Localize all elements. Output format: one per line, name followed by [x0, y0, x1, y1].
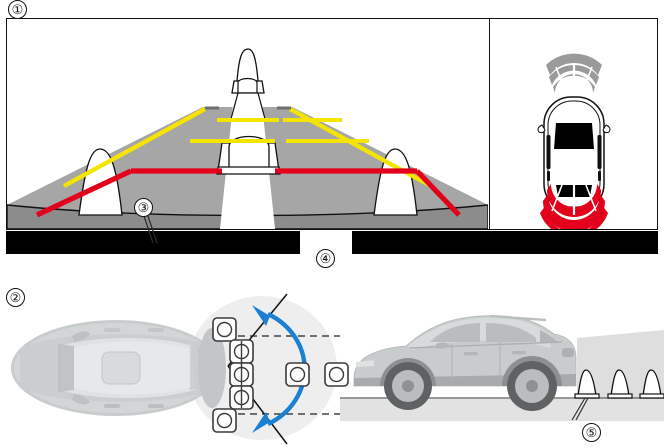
- parking-cone-obstacle: [639, 369, 664, 399]
- top-view-car: [11, 320, 226, 416]
- parking-cone-obstacle: [607, 369, 633, 399]
- rear-sensor-arcs: [540, 183, 608, 229]
- front-sensor-arcs: [546, 53, 602, 95]
- callout-5: ⑤: [582, 423, 601, 442]
- camera-image: [7, 19, 488, 229]
- obstacle-group: [574, 369, 664, 399]
- sensor-box: [212, 317, 237, 342]
- cone-right: [373, 148, 418, 216]
- red-distance-line: [35, 168, 461, 218]
- callout-3: ③: [134, 198, 153, 217]
- road-surface: [340, 399, 664, 421]
- callout-1: ①: [8, 0, 27, 19]
- cone-far-center: [230, 48, 266, 120]
- rear-view-camera-screen: [6, 18, 658, 230]
- callout-5-leader: [571, 397, 589, 421]
- cone-near-center: [216, 135, 281, 175]
- lane-gap: [220, 37, 275, 229]
- vehicle-body: [537, 96, 611, 212]
- side-view-detection-diagram: [340, 286, 664, 448]
- cone-left: [78, 148, 123, 216]
- callout-4: ④: [316, 249, 335, 268]
- parking-cone-obstacle: [574, 369, 600, 399]
- side-view-suv: [353, 314, 577, 411]
- top-view-detection-diagram: [0, 286, 349, 448]
- callout-2: ②: [6, 288, 25, 307]
- detection-zone: [577, 330, 664, 399]
- sensor-box: [212, 408, 237, 433]
- yellow-cross-bars: [190, 118, 369, 143]
- sensor-box: [324, 362, 349, 387]
- dashed-guides: [238, 335, 340, 415]
- top-view-vehicle-indicator: [489, 19, 657, 229]
- sensor-box-group: [212, 317, 349, 433]
- sensor-box: [285, 362, 310, 387]
